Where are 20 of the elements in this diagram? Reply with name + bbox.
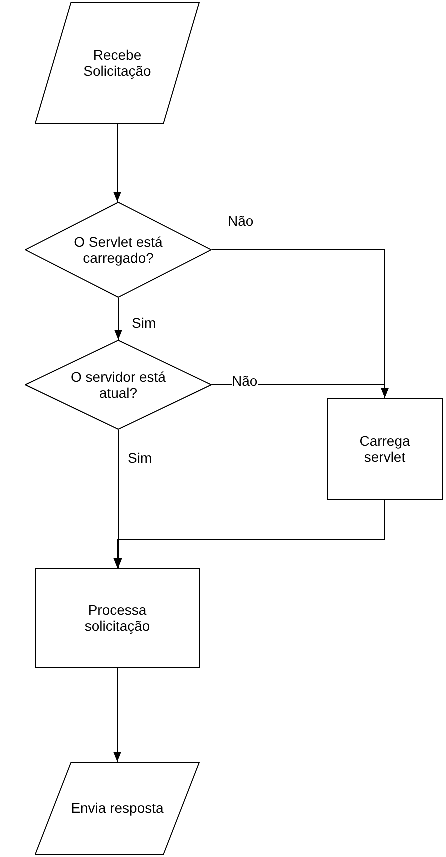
edge-label: Não xyxy=(232,374,258,388)
process-box xyxy=(327,398,443,500)
node-label: Recebe Solicitação xyxy=(82,46,152,80)
node-label: O servidor está atual? xyxy=(70,368,167,402)
decision-diamond xyxy=(25,202,212,298)
arrow xyxy=(114,298,122,340)
edge-label: Não xyxy=(228,214,254,228)
edge-label: Sim xyxy=(132,316,156,330)
node-label: Envia resposta xyxy=(71,800,164,817)
arrow xyxy=(114,668,122,762)
node-label: Processa solicitação xyxy=(84,602,152,634)
arrow xyxy=(114,124,122,202)
node-label: O Servlet está carregado? xyxy=(73,234,164,266)
process-box xyxy=(35,568,200,668)
input-parallelogram xyxy=(35,2,200,124)
node-label: Carrega servlet xyxy=(358,432,412,466)
output-parallelogram xyxy=(35,762,200,855)
arrow xyxy=(114,500,386,568)
decision-diamond xyxy=(25,340,212,430)
edge-label: Sim xyxy=(128,451,152,465)
